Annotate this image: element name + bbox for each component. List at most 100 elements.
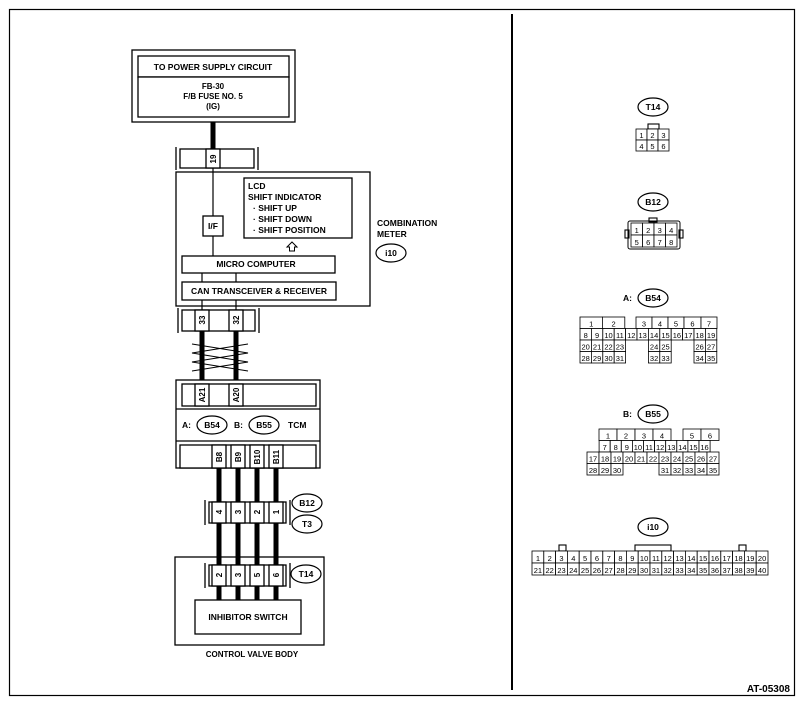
pin-number: 29 <box>628 566 636 575</box>
pin-number: 34 <box>687 566 695 575</box>
control-valve-body-label: CONTROL VALVE BODY <box>206 650 299 659</box>
pin-number: 11 <box>645 443 653 452</box>
pin-number: 16 <box>673 331 681 340</box>
if-label: I/F <box>208 221 218 231</box>
pin-number: 17 <box>589 454 597 463</box>
pin-number: 22 <box>604 342 612 351</box>
pin-number: 2 <box>612 319 616 328</box>
conn-label-i10: i10 <box>647 522 659 532</box>
pin-number: 36 <box>711 566 719 575</box>
pin-cell <box>705 351 718 364</box>
pin-number: 3 <box>559 554 563 563</box>
pin-number: 1 <box>606 431 610 440</box>
pin-number: 19 <box>613 454 621 463</box>
pin-number: 8 <box>618 554 622 563</box>
pin-number: 38 <box>734 566 742 575</box>
pin-number: 37 <box>723 566 731 575</box>
pin-number: 1 <box>536 554 540 563</box>
meter-connector-i10: i10 <box>385 248 397 258</box>
pin-number: 17 <box>723 554 731 563</box>
pin-number: 35 <box>699 566 707 575</box>
pin-number: 30 <box>613 466 621 475</box>
pin-number: 19 <box>707 331 715 340</box>
valve-pin: 2 <box>215 572 224 577</box>
lcd-line: LCD <box>248 181 265 191</box>
pin-number: 23 <box>557 566 565 575</box>
pin-number: 16 <box>700 443 708 452</box>
power-supply-block: TO POWER SUPPLY CIRCUIT FB-30 F/B FUSE N… <box>131 49 296 123</box>
pin-number: 27 <box>707 342 715 351</box>
pin-number: 10 <box>640 554 648 563</box>
meter-name: METER <box>377 229 407 239</box>
pin-number: 8 <box>584 331 588 340</box>
pin-number: 24 <box>673 454 681 463</box>
pin-number: 20 <box>625 454 633 463</box>
pin-number: 26 <box>697 454 705 463</box>
pin-number: 39 <box>746 566 754 575</box>
pin-cell <box>659 351 672 364</box>
pin-cell <box>755 562 769 576</box>
joint-connector-t3: T3 <box>302 519 312 529</box>
pin-number: 1 <box>635 226 639 235</box>
pin-number: 30 <box>640 566 648 575</box>
pin-number: 5 <box>674 319 678 328</box>
lcd-text: LCD SHIFT INDICATOR · SHIFT UP · SHIFT D… <box>248 181 326 235</box>
pin-number: 9 <box>595 331 599 340</box>
micro-computer-label: MICRO COMPUTER <box>216 259 295 269</box>
pin-number: 35 <box>707 354 715 363</box>
pin-cell <box>613 351 627 364</box>
tcm-pin-b10: B10 <box>253 449 262 464</box>
pin-number: 12 <box>627 331 635 340</box>
pin-number: 19 <box>746 554 754 563</box>
figure-id: AT-05308 <box>747 684 791 695</box>
pin-number: 4 <box>658 319 662 328</box>
pin-number: 4 <box>571 554 575 563</box>
pin-number: 22 <box>649 454 657 463</box>
pin-number: 10 <box>604 331 612 340</box>
pin-number: 7 <box>603 443 607 452</box>
pin-number: 15 <box>699 554 707 563</box>
pin-number: 13 <box>667 443 675 452</box>
valve-connector-t14: T14 <box>299 569 314 579</box>
tcm-pin-a20: A20 <box>232 387 241 402</box>
pin-number: 10 <box>634 443 642 452</box>
tcm-connector-b55: B55 <box>256 420 272 430</box>
pin-number: 6 <box>690 319 694 328</box>
pin-number: 34 <box>697 466 705 475</box>
pin-number: 6 <box>661 142 665 151</box>
pin-number: 20 <box>758 554 766 563</box>
arrow-up-icon <box>285 241 299 252</box>
pin-number: 18 <box>734 554 742 563</box>
pin-number: 9 <box>630 554 634 563</box>
meter-pin-33: 33 <box>198 315 207 324</box>
joint-pin: 3 <box>234 509 243 514</box>
pin-cell <box>657 139 670 152</box>
power-fuse-number: F/B FUSE NO. 5 <box>183 92 243 101</box>
tcm-pin-b11: B11 <box>272 449 281 464</box>
pin-number: 23 <box>616 342 624 351</box>
pin-number: 35 <box>709 466 717 475</box>
pin-number: 40 <box>758 566 766 575</box>
pin-number: 32 <box>650 354 658 363</box>
pin-number: 3 <box>642 431 646 440</box>
pin-number: 4 <box>669 226 673 235</box>
pin-number: 32 <box>673 466 681 475</box>
pin-number: 33 <box>685 466 693 475</box>
conn-label-b12: B12 <box>645 197 661 207</box>
pin-number: 21 <box>534 566 542 575</box>
conn-label-b54: B54 <box>645 293 661 303</box>
pin-number: 22 <box>546 566 554 575</box>
pin-number: 29 <box>593 354 601 363</box>
pin-number: 4 <box>639 142 643 151</box>
meter-name: COMBINATION <box>377 218 437 228</box>
tcm-connector-b54: B54 <box>204 420 220 430</box>
pin-number: 25 <box>685 454 693 463</box>
power-ignition: (IG) <box>206 102 220 111</box>
pin-number: 6 <box>646 238 650 247</box>
pin-number: 11 <box>652 554 660 563</box>
pin-number: 7 <box>707 319 711 328</box>
pin-number: 12 <box>656 443 664 452</box>
